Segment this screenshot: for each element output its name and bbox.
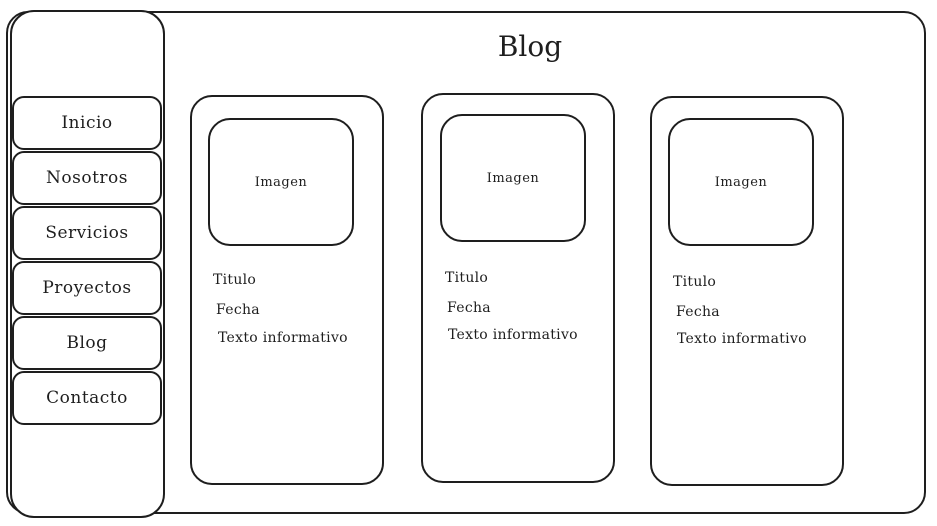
nav-item-nosotros[interactable]: Nosotros <box>12 151 162 205</box>
card-image-placeholder: Imagen <box>668 118 814 246</box>
page-frame <box>6 11 926 514</box>
card-date: Fecha <box>676 304 720 320</box>
card-text: Texto informativo <box>448 327 578 343</box>
blog-card[interactable] <box>421 93 615 483</box>
card-image-placeholder: Imagen <box>208 118 354 246</box>
page-title: Blog <box>497 30 563 63</box>
nav-item-proyectos[interactable]: Proyectos <box>12 261 162 315</box>
card-text: Texto informativo <box>677 331 807 347</box>
card-title: Titulo <box>673 274 717 290</box>
nav-item-inicio[interactable]: Inicio <box>12 96 162 150</box>
card-title: Titulo <box>213 272 257 288</box>
card-title: Titulo <box>445 270 489 286</box>
card-date: Fecha <box>447 300 491 316</box>
nav-item-blog[interactable]: Blog <box>12 316 162 370</box>
card-image-placeholder: Imagen <box>440 114 586 242</box>
nav-item-contacto[interactable]: Contacto <box>12 371 162 425</box>
nav-item-servicios[interactable]: Servicios <box>12 206 162 260</box>
card-date: Fecha <box>216 302 260 318</box>
blog-card[interactable] <box>650 96 844 486</box>
card-text: Texto informativo <box>218 330 348 346</box>
blog-card[interactable] <box>190 95 384 485</box>
